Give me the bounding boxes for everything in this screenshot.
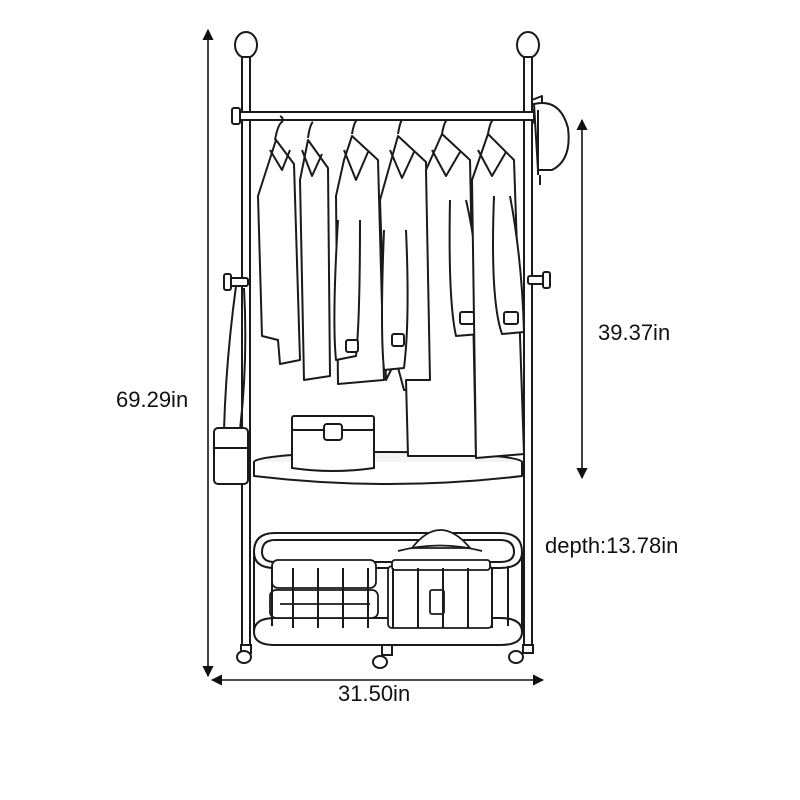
depth-label: depth:13.78in [545, 533, 679, 558]
basket-contents [269, 529, 493, 629]
left-top-knob [234, 31, 258, 59]
wheel-right [508, 650, 524, 664]
width-label: 31.50in [338, 681, 411, 706]
folded-clothes [271, 559, 377, 589]
hanging-hat [532, 102, 570, 185]
right-top-knob [516, 31, 540, 59]
garment-2 [299, 139, 331, 381]
caster-wheels [236, 644, 534, 669]
shelf-storage-box [291, 415, 375, 472]
hanging-height-label: 39.37in [598, 320, 671, 345]
right-post [523, 56, 533, 648]
hanging-clothes [257, 115, 525, 459]
wheel-left [236, 650, 252, 664]
dimension-arrows [202, 28, 588, 686]
basket-bars [271, 566, 509, 628]
garment-1 [257, 139, 301, 365]
wheel-center [372, 655, 388, 669]
height-label: 69.29in [116, 387, 189, 412]
hanging-handbag [213, 285, 249, 485]
